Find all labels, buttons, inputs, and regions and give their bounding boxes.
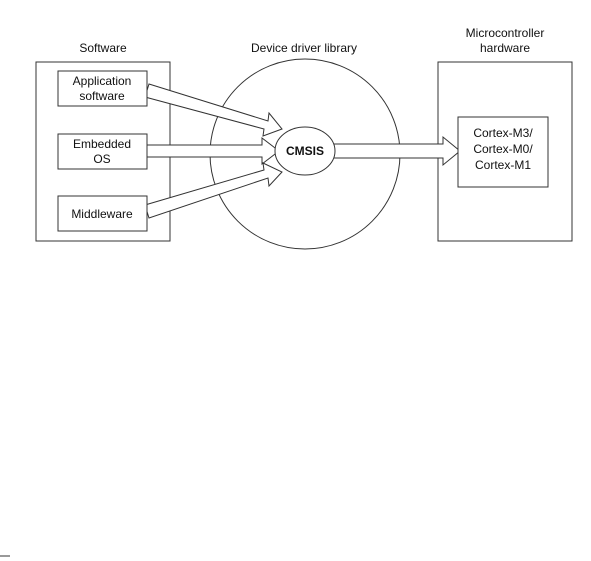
embedded-os-line2: OS	[93, 152, 110, 166]
middleware-label: Middleware	[71, 207, 133, 221]
cmsis-node	[274, 126, 336, 176]
cortex-cores-block	[457, 116, 549, 188]
hardware-header-line2: hardware	[480, 41, 530, 55]
cortex-m3-label: Cortex-M3/	[473, 126, 533, 140]
embedded-os-line1: Embedded	[73, 137, 131, 151]
cortex-m0-label: Cortex-M0/	[473, 142, 533, 156]
embedded-os-block	[57, 133, 148, 170]
os-to-cmsis-arrow	[143, 136, 280, 166]
application-software-line2: software	[79, 89, 125, 103]
cortex-m1-label: Cortex-M1	[475, 158, 531, 172]
hardware-header-line1: Microcontroller	[466, 26, 545, 40]
middleware-block	[57, 195, 148, 232]
application-to-cmsis-arrow	[144, 83, 283, 137]
middleware-to-cmsis-arrow	[144, 162, 283, 219]
application-software-line1: Application	[73, 74, 132, 88]
cmsis-label: CMSIS	[286, 144, 324, 158]
application-software-block	[57, 70, 148, 107]
cmsis-to-hardware-arrow	[332, 135, 461, 167]
library-header: Device driver library	[251, 41, 357, 55]
software-header: Software	[79, 41, 127, 55]
